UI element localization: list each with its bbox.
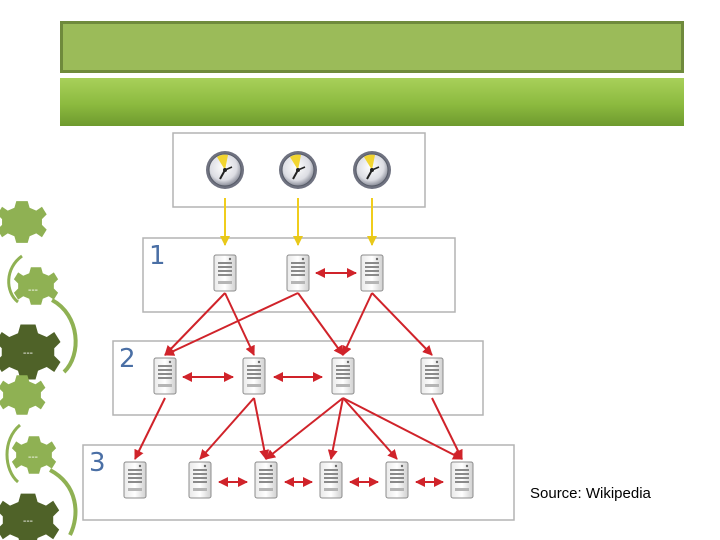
sync-arrow [134,397,166,460]
server-icon [242,357,266,395]
sync-arrow [164,292,299,356]
sync-arrow [342,397,463,460]
gear-swirl-icon [50,298,78,374]
sync-arrow [253,397,270,460]
stratum-label: 3 [89,448,106,478]
server-icon [153,357,177,395]
sync-arrow [297,292,344,356]
gear-dash: --- [28,452,38,463]
server-icon [420,357,444,395]
server-icon [254,461,278,499]
server-icon [213,254,237,292]
server-icon [286,254,310,292]
subtitle-bar [60,78,684,126]
server-icon [123,461,147,499]
gear-swirl-icon [7,254,23,304]
reference-clock-icon [279,151,317,189]
gear-dash: --- [23,516,33,527]
server-icon [331,357,355,395]
sync-arrow [431,397,463,460]
sync-arrow [199,397,255,460]
reference-clock-icon [353,151,391,189]
sync-arrow [224,292,255,356]
sync-arrow [342,292,373,356]
sync-arrow [164,292,226,356]
server-icon [319,461,343,499]
server-icon [360,254,384,292]
sync-arrow [371,292,433,356]
server-icon [450,461,474,499]
server-icon [188,461,212,499]
stratum-label: 1 [149,241,166,271]
gear-dash: --- [23,348,33,359]
decorative-gears: --- --- --- --- [0,201,78,540]
server-icon [385,461,409,499]
reference-clock-icon [206,151,244,189]
gear-swirl-icon [48,468,78,536]
sync-arrow [342,397,398,460]
gear-swirl-icon [5,423,22,484]
gear-dash: --- [28,285,38,296]
source-caption: Source: Wikipedia [530,485,651,502]
gear-icon [0,375,46,415]
stratum-label: 2 [119,344,136,374]
gear-icon [0,201,47,243]
sync-arrow [327,397,344,460]
title-bar [60,21,684,73]
sync-arrow [265,397,344,460]
